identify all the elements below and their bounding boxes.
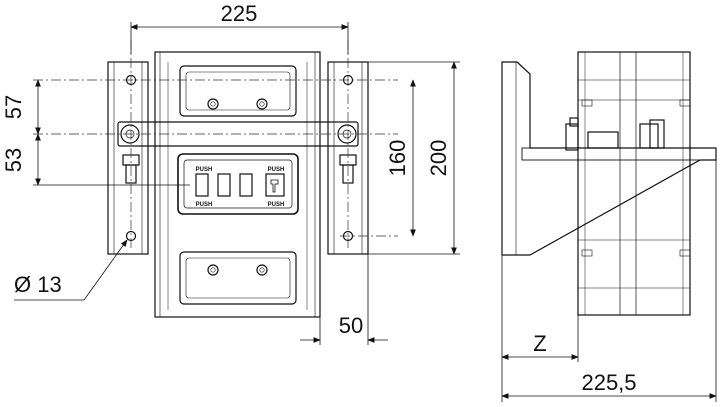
dim-53: 53 (1, 148, 26, 172)
side-dimension-lines (501, 160, 717, 402)
center-lines (33, 40, 398, 250)
left-bolt-head (120, 124, 140, 144)
dim-50: 50 (339, 313, 363, 338)
lower-clamp (179, 251, 297, 305)
push-label-1: PUSH (196, 167, 213, 173)
side-bracket-plate (501, 61, 717, 256)
right-bolt-head (337, 124, 357, 144)
push-label-2: PUSH (268, 167, 285, 173)
push-connector (177, 153, 299, 215)
upper-clamp (179, 65, 297, 117)
push-label-3: PUSH (196, 202, 213, 208)
front-view (107, 51, 369, 318)
side-view (501, 51, 717, 316)
dim-225-5: 225,5 (581, 370, 636, 395)
dim-57: 57 (1, 95, 26, 119)
central-body (154, 51, 321, 318)
dimension-lines (14, 22, 460, 345)
left-mounting-strip (107, 61, 149, 255)
push-label-4: PUSH (268, 202, 285, 208)
dim-diameter: Ø 13 (14, 272, 62, 297)
dim-width-225: 225 (221, 1, 258, 26)
side-rail-body (577, 51, 691, 316)
dim-200: 200 (426, 140, 451, 177)
dim-160: 160 (385, 140, 410, 177)
dim-z: Z (533, 331, 546, 356)
